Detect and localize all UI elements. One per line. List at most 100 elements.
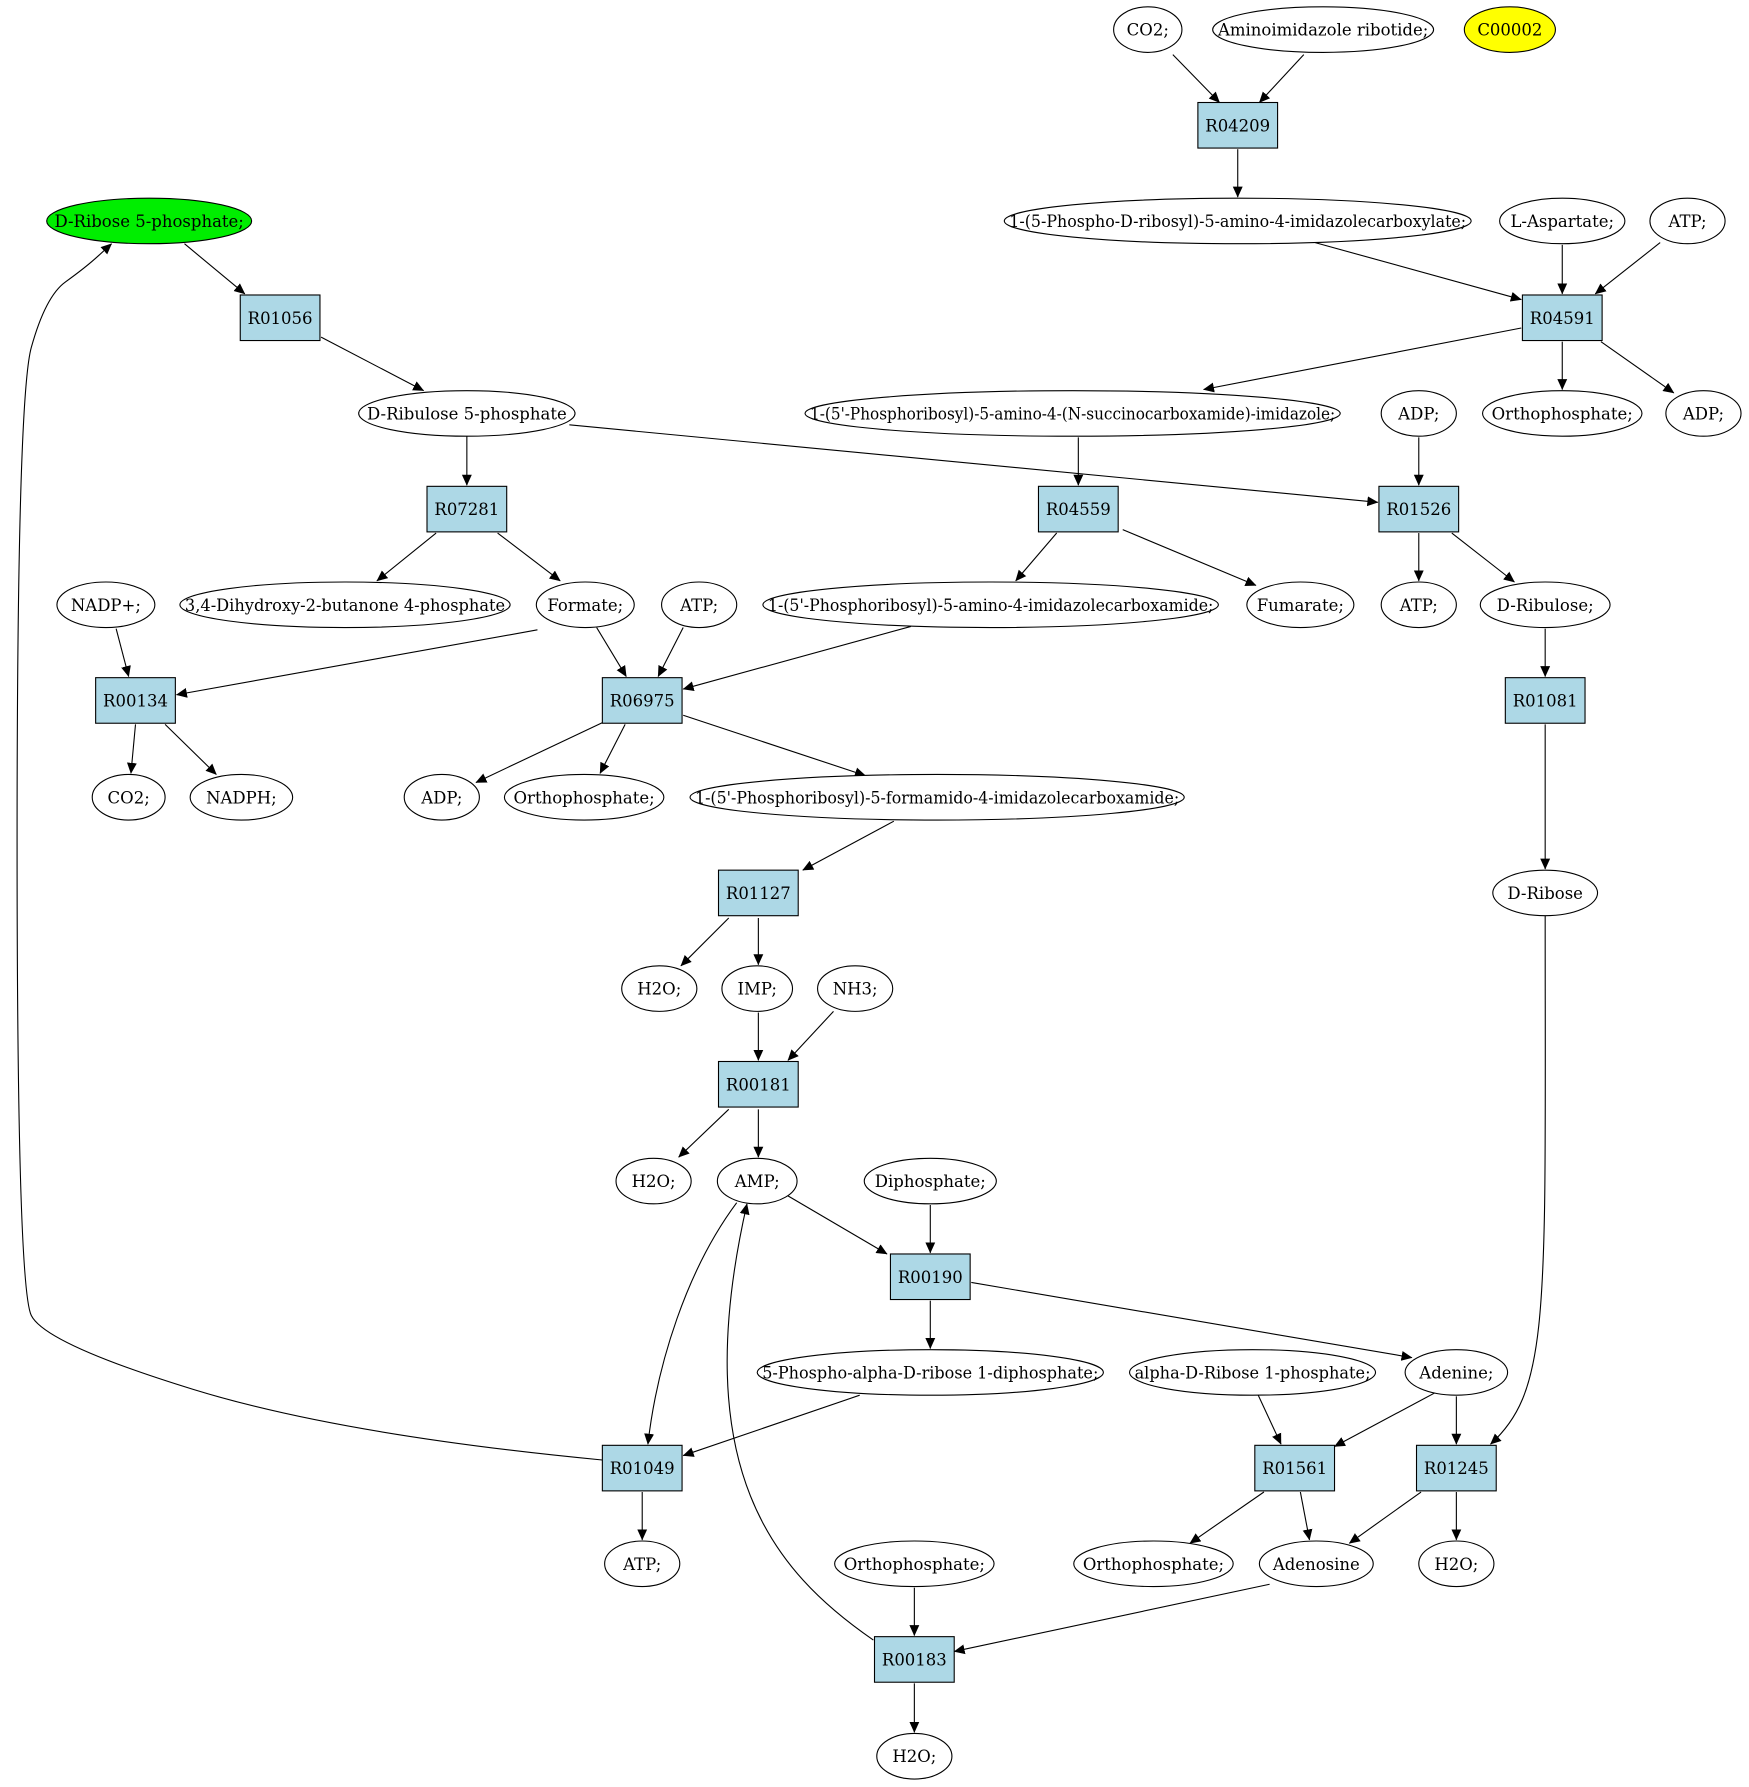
compound-node-adenosine[interactable]: Adenosine [1258,1540,1374,1588]
compound-ellipse[interactable] [604,1540,681,1588]
compound-node-fumarate[interactable]: Fumarate; [1246,581,1355,629]
compound-ellipse[interactable] [56,581,156,629]
compound-ellipse[interactable] [1492,869,1599,917]
reaction-node-r04209[interactable]: R04209 [1197,101,1279,149]
compound-node-orthophosphate-r01561[interactable]: Orthophosphate; [1073,1540,1234,1588]
reaction-node-r04559[interactable]: R04559 [1037,485,1119,533]
reaction-box[interactable] [717,869,799,917]
reaction-box[interactable] [1254,1444,1336,1492]
compound-ellipse[interactable] [403,773,480,821]
compound-node-imp[interactable]: IMP; [721,965,794,1012]
compound-node-dhbp[interactable]: 3,4-Dihydroxy-2-butanone 4-phosphate [179,581,511,629]
compound-node-adp-r04591[interactable]: ADP; [1665,390,1742,437]
reaction-box[interactable] [1037,485,1119,533]
compound-node-atp-r06975[interactable]: ATP; [661,581,738,629]
compound-node-nadp[interactable]: NADP+; [56,581,156,629]
compound-node-adenine[interactable]: Adenine; [1404,1349,1509,1396]
compound-node-l-aspartate[interactable]: L-Aspartate; [1499,197,1626,245]
reaction-node-r00134[interactable]: R00134 [95,677,176,724]
compound-node-h2o-r01245[interactable]: H2O; [1418,1540,1495,1588]
reaction-box[interactable] [1504,677,1586,724]
compound-ellipse[interactable] [1212,6,1435,53]
compound-node-aminoimidazole-ribotide[interactable]: Aminoimidazole ribotide; [1212,6,1435,53]
compound-ellipse[interactable] [1463,6,1556,53]
reaction-box[interactable] [889,1253,971,1301]
compound-node-formate[interactable]: Formate; [535,581,635,629]
compound-node-h2o-r00183[interactable]: H2O; [876,1732,953,1780]
compound-ellipse[interactable] [1418,1540,1495,1588]
reaction-node-r01056[interactable]: R01056 [239,294,321,342]
compound-ellipse[interactable] [661,581,738,629]
reaction-node-r07281[interactable]: R07281 [426,485,508,533]
reaction-node-r06975[interactable]: R06975 [601,677,683,724]
compound-ellipse[interactable] [1113,6,1183,53]
compound-node-co2-r00134[interactable]: CO2; [91,773,166,821]
compound-node-d-ribose[interactable]: D-Ribose [1492,869,1599,917]
reaction-box[interactable] [601,677,683,724]
compound-ellipse[interactable] [503,773,665,821]
compound-node-d-ribulose-5p[interactable]: D-Ribulose 5-phosphate [358,390,576,437]
compound-ellipse[interactable] [721,965,794,1012]
reaction-node-r01081[interactable]: R01081 [1504,677,1586,724]
reaction-box[interactable] [1521,294,1603,342]
reaction-node-r00190[interactable]: R00190 [889,1253,971,1301]
compound-ellipse[interactable] [1649,197,1726,245]
reaction-node-r01561[interactable]: R01561 [1254,1444,1336,1492]
compound-ellipse[interactable] [1665,390,1742,437]
compound-ellipse[interactable] [1499,197,1626,245]
compound-node-alpha-d-ribose-1p[interactable]: alpha-D-Ribose 1-phosphate; [1129,1349,1377,1396]
reaction-node-r01526[interactable]: R01526 [1378,485,1460,533]
compound-node-pr-aic-carboxylate[interactable]: 1-(5-Phospho-D-ribosyl)-5-amino-4-imidaz… [1003,197,1472,245]
compound-ellipse[interactable] [621,965,698,1012]
compound-node-atp-r04591[interactable]: ATP; [1649,197,1726,245]
compound-ellipse[interactable] [1003,197,1472,245]
compound-ellipse[interactable] [1380,581,1457,629]
reaction-box[interactable] [1197,101,1279,149]
compound-node-amp[interactable]: AMP; [716,1157,798,1205]
compound-node-d-ribulose[interactable]: D-Ribulose; [1479,581,1611,629]
compound-node-co2-top[interactable]: CO2; [1113,6,1183,53]
compound-node-saicar[interactable]: 1-(5'-Phosphoribosyl)-5-amino-4-(N-succi… [804,390,1341,437]
compound-ellipse[interactable] [804,390,1341,437]
reaction-box[interactable] [1415,1444,1497,1492]
compound-ellipse[interactable] [689,773,1185,821]
compound-ellipse[interactable] [1479,581,1611,629]
compound-node-nadph[interactable]: NADPH; [189,773,294,821]
compound-node-orthophosphate-r04591[interactable]: Orthophosphate; [1482,390,1643,437]
compound-ellipse[interactable] [1073,1540,1234,1588]
reaction-box[interactable] [717,1060,799,1108]
reaction-box[interactable] [95,677,176,724]
reaction-box[interactable] [601,1444,683,1492]
reaction-node-r01049[interactable]: R01049 [601,1444,683,1492]
compound-ellipse[interactable] [817,965,894,1012]
reaction-box[interactable] [873,1636,955,1683]
compound-node-h2o-r01127[interactable]: H2O; [621,965,698,1012]
compound-node-orthophosphate-r06975[interactable]: Orthophosphate; [503,773,665,821]
compound-node-c00002[interactable]: C00002 [1463,6,1556,53]
compound-ellipse[interactable] [535,581,635,629]
reaction-node-r00183[interactable]: R00183 [873,1636,955,1683]
compound-ellipse[interactable] [876,1732,953,1780]
compound-ellipse[interactable] [1129,1349,1377,1396]
reaction-box[interactable] [1378,485,1460,533]
reaction-node-r01127[interactable]: R01127 [717,869,799,917]
compound-ellipse[interactable] [1404,1349,1509,1396]
compound-ellipse[interactable] [863,1157,997,1205]
compound-ellipse[interactable] [91,773,166,821]
compound-node-adp-r06975[interactable]: ADP; [403,773,480,821]
reaction-node-r01245[interactable]: R01245 [1415,1444,1497,1492]
compound-ellipse[interactable] [179,581,511,629]
compound-ellipse[interactable] [189,773,294,821]
compound-ellipse[interactable] [358,390,576,437]
compound-node-atp-r01526[interactable]: ATP; [1380,581,1457,629]
compound-ellipse[interactable] [756,1349,1104,1396]
reaction-node-r00181[interactable]: R00181 [717,1060,799,1108]
reaction-box[interactable] [239,294,321,342]
compound-ellipse[interactable] [1380,390,1457,437]
compound-node-nh3[interactable]: NH3; [817,965,894,1012]
compound-node-h2o-r00181[interactable]: H2O; [615,1157,692,1205]
compound-ellipse[interactable] [1246,581,1355,629]
compound-node-diphosphate[interactable]: Diphosphate; [863,1157,997,1205]
compound-node-adp-r01526[interactable]: ADP; [1380,390,1457,437]
compound-node-d-ribose-5p[interactable]: D-Ribose 5-phosphate; [46,197,253,245]
